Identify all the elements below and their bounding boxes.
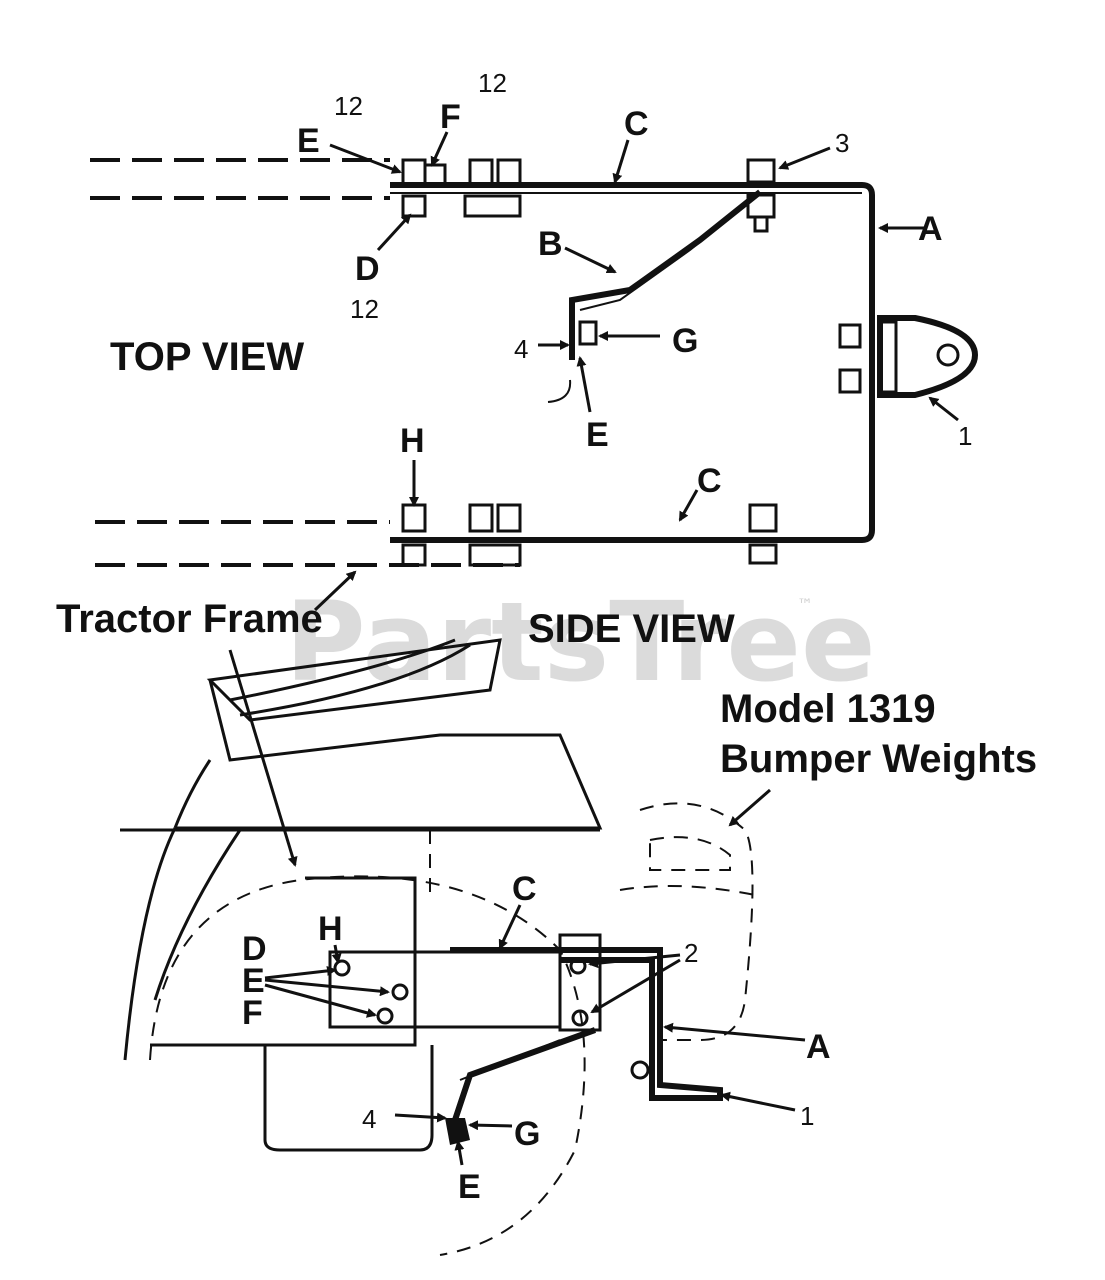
top-label-f: F [440,98,461,136]
model-label-line1: Model 1319 [720,687,936,731]
side-label-g: G [514,1115,540,1153]
top-number-12-b: 12 [478,68,507,98]
side-view-drawing [120,638,806,1256]
side-view-title: SIDE VIEW [528,607,735,651]
top-number-3: 3 [835,128,849,158]
top-label-d: D [355,250,380,288]
top-number-4: 4 [514,334,528,364]
side-label-f: F [242,994,263,1032]
top-number-1: 1 [958,421,972,451]
bolt-cluster-lower-left [401,503,522,567]
side-number-4: 4 [362,1104,376,1134]
tractor-frame-label: Tractor Frame [56,597,323,641]
side-label-e: E [242,962,265,1000]
watermark-trademark: ™ [797,595,813,614]
top-label-c-lower: C [697,462,722,500]
top-number-12-a: 12 [334,91,363,121]
bolt-cluster-lower-right [748,503,778,565]
hitch-plate [838,315,979,398]
top-label-b: B [538,225,563,263]
top-label-e-upper: E [297,122,320,160]
top-label-h: H [400,422,425,460]
top-view-title: TOP VIEW [110,335,304,379]
top-label-e-middle: E [586,416,609,454]
top-number-12-c: 12 [350,294,379,324]
top-view-drawing [90,131,979,612]
top-label-a: A [918,210,943,248]
top-label-g: G [672,322,698,360]
side-label-a: A [806,1028,831,1066]
model-label-line2: Bumper Weights [720,737,1037,781]
bolt-cluster-upper-right [746,158,776,233]
side-label-d: D [242,930,267,968]
top-label-c-upper: C [624,105,649,143]
side-label-c: C [512,870,537,908]
side-number-1: 1 [800,1101,814,1131]
side-label-h: H [318,910,343,948]
side-number-2: 2 [684,938,698,968]
side-label-e-lower: E [458,1168,481,1206]
